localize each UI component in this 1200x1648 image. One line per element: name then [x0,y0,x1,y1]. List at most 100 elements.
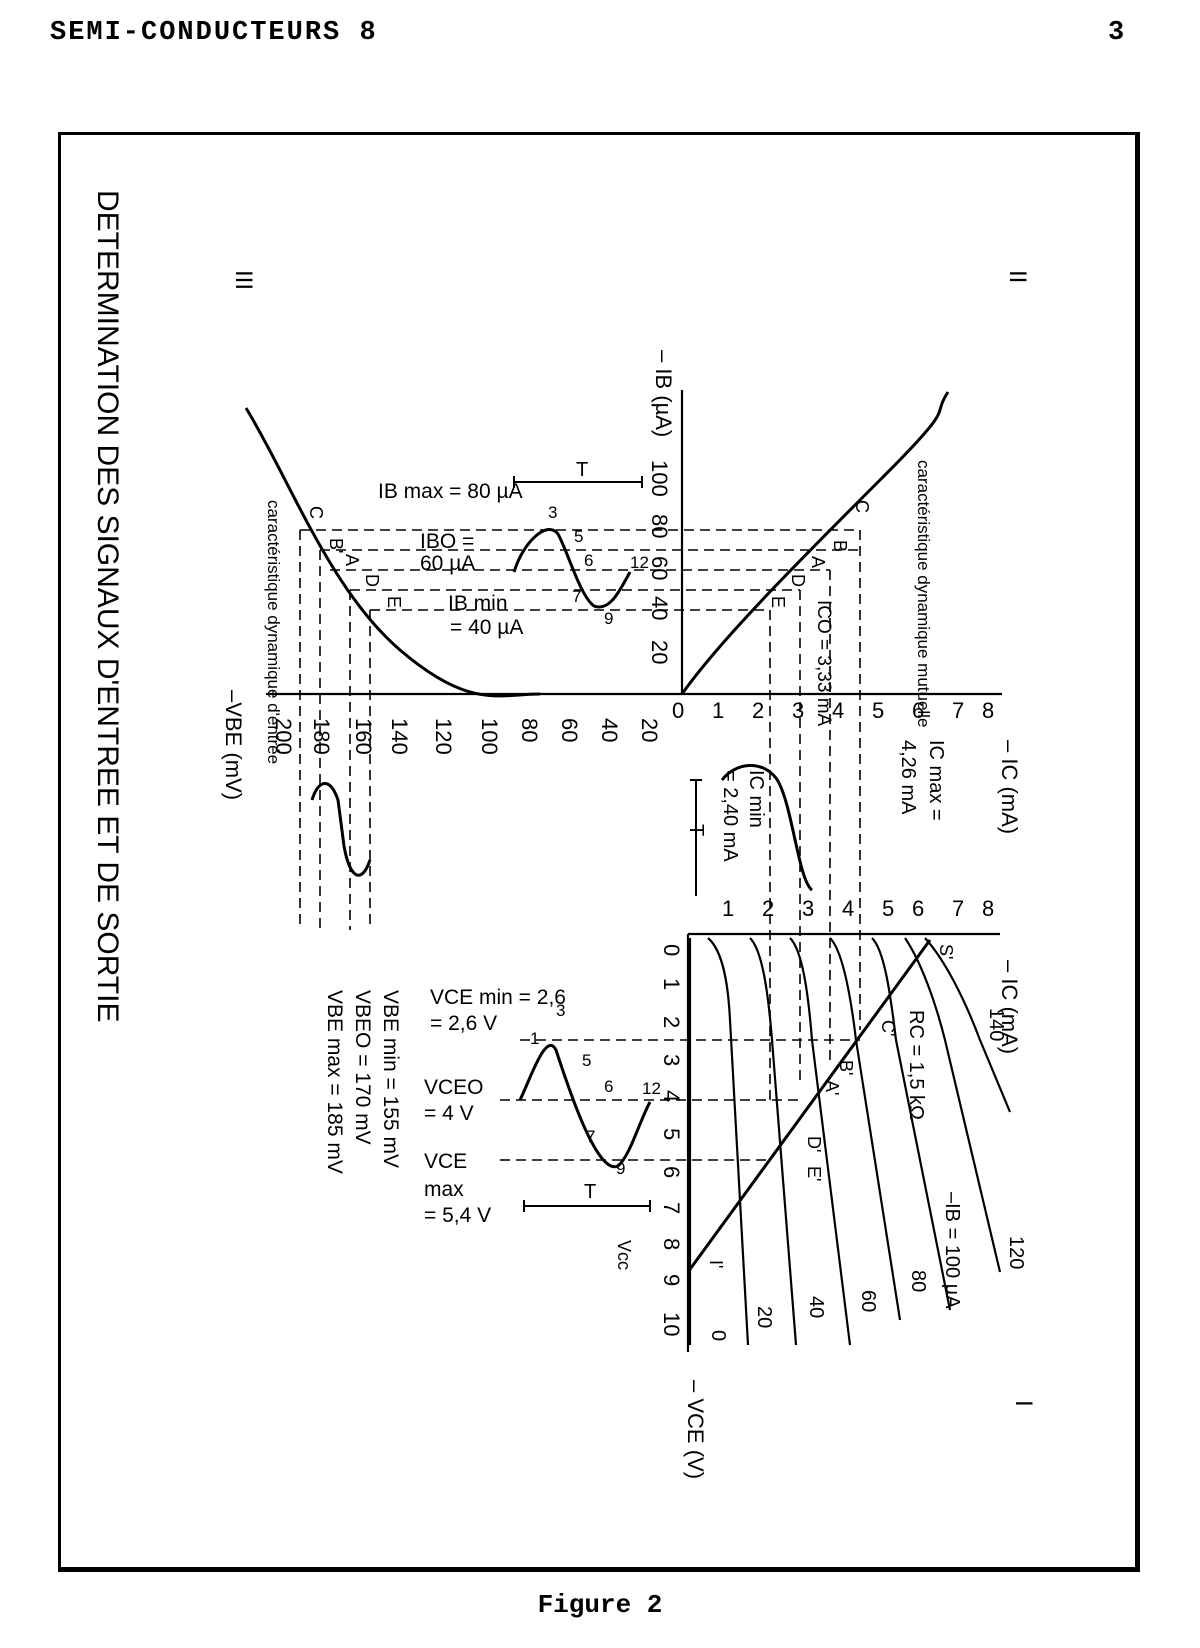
figure-caption: Figure 2 [537,1590,663,1620]
svg-text:6: 6 [912,698,924,723]
svg-text:80: 80 [907,1270,929,1292]
svg-text:VCE min = 2,6: VCE min = 2,6 [430,986,566,1009]
input-label: caractéristique dynamique d'entrée [264,500,283,764]
svg-text:6: 6 [604,1077,613,1096]
svg-text:IC min: IC min [745,770,767,828]
svg-text:= 4 V: = 4 V [424,1102,474,1125]
svg-text:4,26 mA: 4,26 mA [897,740,919,815]
vce-axis-label: – VCE (V) [683,1380,708,1479]
svg-text:80: 80 [647,514,672,538]
svg-text:8: 8 [659,1238,684,1250]
svg-text:D: D [362,574,382,587]
svg-text:IB max = 80 µA: IB max = 80 µA [378,480,523,503]
svg-text:60: 60 [557,718,582,742]
svg-text:7: 7 [659,1202,684,1214]
ic-axis-label: – IC (mA) [997,740,1022,834]
svg-text:140: 140 [985,1008,1007,1041]
svg-text:80: 80 [517,718,542,742]
svg-text:7: 7 [586,1127,595,1146]
svg-text:0: 0 [672,698,684,723]
svg-text:= 2,6 V: = 2,6 V [430,1012,497,1035]
svg-text:C: C [852,500,872,513]
svg-text:1: 1 [722,896,734,921]
svg-text:A: A [808,556,828,568]
vbe-ticks: 20 40 60 80 100 120 140 160 180 200 [271,718,662,755]
svg-text:100: 100 [477,718,502,755]
svg-text:3: 3 [556,1001,565,1020]
annotations: IB max = 80 µA IBO = 60 µA IB min = 40 µ… [323,480,947,1227]
svg-text:60 µA: 60 µA [420,552,475,575]
svg-text:T: T [576,459,588,481]
svg-text:10: 10 [659,1312,684,1336]
svg-text:VBE max = 185 mV: VBE max = 185 mV [323,990,346,1174]
ib-axis-label: – IB (µA) [651,350,676,437]
vbe-sine-wave [310,782,372,877]
svg-text:9: 9 [604,609,613,628]
svg-text:40: 40 [647,596,672,620]
svg-text:12: 12 [642,1079,661,1098]
svg-text:D': D' [804,1136,824,1152]
svg-text:6: 6 [912,896,924,921]
svg-text:4: 4 [842,896,854,921]
svg-text:max: max [424,1178,464,1201]
svg-text:0: 0 [707,1330,729,1341]
ib-curve-40 [749,937,798,1346]
svg-text:IB min: IB min [448,592,508,615]
svg-text:8: 8 [982,896,994,921]
ib-ticks: 20 40 60 80 100 [647,460,672,664]
vce-ticks: 0 1 2 3 4 5 6 7 8 9 10 [659,944,684,1336]
svg-text:= 5,4 V: = 5,4 V [424,1204,491,1227]
period-ib [513,476,643,488]
svg-text:20: 20 [637,718,662,742]
svg-text:5: 5 [872,698,884,723]
svg-text:8: 8 [982,698,994,723]
svg-text:A: A [342,554,362,566]
svg-text:120: 120 [431,718,456,755]
svg-text:VBE min = 155 mV: VBE min = 155 mV [379,990,402,1168]
svg-text:ICO = 3,33 mA: ICO = 3,33 mA [813,600,834,727]
diagram-lines [244,390,1012,1352]
load-line [686,939,932,1273]
ib-curve-60 [789,937,852,1346]
svg-text:C: C [306,506,326,519]
ib-curve-120 [904,937,1002,1273]
svg-text:7: 7 [572,587,581,606]
svg-text:B: B [830,540,850,552]
svg-text:5: 5 [582,1051,591,1070]
svg-text:E: E [384,596,404,608]
svg-text:12: 12 [630,553,649,572]
svg-text:140: 140 [387,718,412,755]
projection-lines [299,529,861,1161]
page-number: 3 [1108,18,1127,48]
svg-text:60: 60 [647,556,672,580]
vce-sine-wave [518,1044,652,1168]
svg-text:2: 2 [659,1016,684,1028]
period-labels: T T T [576,459,707,1203]
svg-text:T: T [584,1181,596,1203]
svg-text:A': A' [822,1080,842,1095]
svg-text:20: 20 [753,1306,775,1328]
svg-text:120: 120 [1005,1236,1027,1269]
svg-text:3: 3 [659,1054,684,1066]
svg-text:0: 0 [659,944,684,956]
load-line-label: RC = 1,5 kΩ [905,1010,927,1120]
svg-text:C': C' [878,1020,898,1036]
svg-text:IC max =: IC max = [925,740,947,821]
input-characteristic-curve [244,407,541,698]
svg-text:3: 3 [802,896,814,921]
ic-axis-label-2: – IC (mA) [997,960,1022,1054]
diagram-title: DETERMINATION DES SIGNAUX D'ENTREE ET DE… [91,190,124,1023]
vcc-label: Vcc [614,1240,634,1270]
svg-text:D: D [788,574,808,587]
svg-text:S': S' [936,944,956,959]
period-ic [690,779,702,896]
svg-text:40: 40 [805,1296,827,1318]
ib-curve-140 [924,937,1012,1113]
svg-text:= 40 µA: = 40 µA [450,616,523,639]
svg-text:IBO =: IBO = [420,530,474,553]
ib-curve-20 [707,937,750,1346]
svg-text:4: 4 [832,698,844,723]
svg-text:7: 7 [952,698,964,723]
ic2-ticks: 1 2 3 4 5 6 7 8 [722,896,994,921]
